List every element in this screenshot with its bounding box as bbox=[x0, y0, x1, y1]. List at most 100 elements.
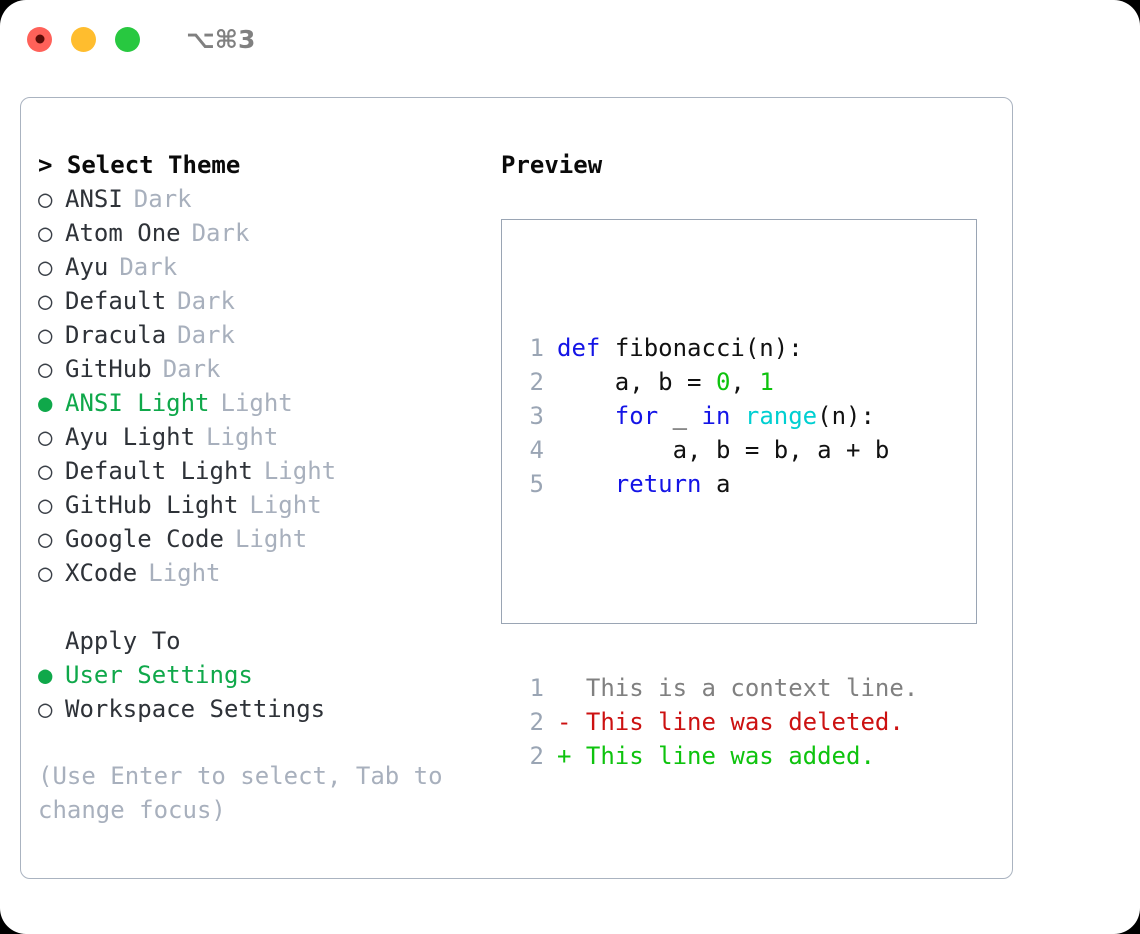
theme-option-dracula[interactable]: ○ Dracula Dark bbox=[38, 318, 488, 352]
keyboard-shortcut-indicator: ⌥⌘3 bbox=[186, 24, 256, 54]
theme-variant-tag: Light bbox=[249, 491, 322, 519]
preview-heading: Preview bbox=[501, 151, 603, 179]
code-line: 3 for _ in range(n): bbox=[516, 399, 918, 433]
code-token-plain: , bbox=[730, 368, 760, 396]
radio-unselected-icon: ○ bbox=[38, 287, 53, 315]
theme-variant-tag: Light bbox=[148, 559, 221, 587]
theme-option-ayu-light[interactable]: ○ Ayu Light Light bbox=[38, 420, 488, 454]
theme-option-label: Ayu Light bbox=[65, 423, 196, 451]
code-token-kw: return bbox=[614, 470, 702, 498]
theme-option-label: Google Code bbox=[65, 525, 224, 553]
code-token-plain: (n): bbox=[817, 402, 875, 430]
radio-unselected-icon: ○ bbox=[38, 695, 53, 723]
code-line: 2 a, b = 0, 1 bbox=[516, 365, 918, 399]
code-token-plain: a bbox=[701, 470, 731, 498]
diff-marker: - bbox=[557, 708, 572, 736]
diff-text: This line was deleted. bbox=[571, 708, 904, 736]
code-token-plain bbox=[557, 402, 615, 430]
line-number: 2 bbox=[529, 368, 544, 396]
theme-option-label: GitHub bbox=[65, 355, 152, 383]
theme-variant-tag: Light bbox=[263, 457, 337, 485]
diff-text: This line was added. bbox=[571, 742, 875, 770]
list-spacer bbox=[38, 590, 488, 624]
code-line: 4 a, b = b, a + b bbox=[516, 433, 918, 467]
theme-option-google-code[interactable]: ○ Google Code Light bbox=[38, 522, 488, 556]
radio-unselected-icon: ○ bbox=[38, 559, 53, 587]
radio-selected-icon: ● bbox=[38, 389, 53, 417]
radio-unselected-icon: ○ bbox=[38, 491, 53, 519]
theme-variant-tag: Dark bbox=[177, 321, 235, 349]
apply-to-label: Apply To bbox=[65, 627, 181, 655]
theme-option-ansi-light[interactable]: ● ANSI Light Light bbox=[38, 386, 488, 420]
code-line: 5 return a bbox=[516, 467, 918, 501]
apply-to-option-workspace-settings[interactable]: ○ Workspace Settings bbox=[38, 692, 488, 726]
line-number: 1 bbox=[529, 674, 544, 702]
theme-option-label: Atom One bbox=[65, 219, 181, 247]
radio-selected-icon: ● bbox=[38, 661, 53, 689]
code-token-plain bbox=[600, 334, 614, 362]
theme-option-default-light[interactable]: ○ Default Light Light bbox=[38, 454, 488, 488]
radio-unselected-icon: ○ bbox=[38, 525, 53, 553]
code-token-kw: in bbox=[701, 402, 731, 430]
select-theme-heading: > Select Theme bbox=[38, 151, 241, 179]
theme-option-label: ANSI bbox=[65, 185, 123, 213]
radio-unselected-icon: ○ bbox=[38, 219, 53, 247]
close-button[interactable] bbox=[27, 26, 52, 52]
diff-marker bbox=[557, 674, 571, 702]
code-token-kw: for bbox=[614, 402, 659, 430]
diff-line: 2+ This line was added. bbox=[516, 739, 918, 773]
minimize-button[interactable] bbox=[71, 26, 96, 52]
radio-unselected-icon: ○ bbox=[38, 253, 53, 281]
theme-option-atom-one[interactable]: ○ Atom One Dark bbox=[38, 216, 488, 250]
apply-to-options: ● User Settings ○ Workspace Settings bbox=[38, 658, 488, 726]
theme-option-label: Default Light bbox=[65, 457, 253, 485]
apply-to-option-label: Workspace Settings bbox=[65, 695, 326, 723]
code-token-plain bbox=[730, 402, 744, 430]
apply-to-option-user-settings[interactable]: ● User Settings bbox=[38, 658, 488, 692]
traffic-light-buttons bbox=[27, 26, 140, 52]
diff-sample: 1 This is a context line. 2- This line wa… bbox=[516, 671, 919, 773]
code-token-plain: a, b = b, a + b bbox=[557, 436, 890, 464]
diff-marker: + bbox=[557, 742, 572, 770]
line-number: 2 bbox=[529, 708, 544, 736]
theme-option-label: Ayu bbox=[65, 253, 109, 281]
zoom-button[interactable] bbox=[115, 26, 140, 52]
theme-variant-tag: Light bbox=[234, 525, 308, 553]
theme-variant-tag: Dark bbox=[133, 185, 192, 213]
code-token-kw: def bbox=[557, 334, 601, 362]
theme-variant-tag: Dark bbox=[177, 287, 235, 315]
theme-option-label: Default bbox=[65, 287, 167, 315]
theme-option-label: Dracula bbox=[65, 321, 167, 349]
theme-variant-tag: Light bbox=[220, 389, 293, 417]
code-token-fn: fibonacci bbox=[614, 334, 745, 362]
radio-unselected-icon: ○ bbox=[38, 321, 53, 349]
theme-option-github-light[interactable]: ○ GitHub Light Light bbox=[38, 488, 488, 522]
theme-option-label: GitHub Light bbox=[65, 491, 239, 519]
code-token-plain: a, b = bbox=[557, 368, 716, 396]
apply-to-option-label: User Settings bbox=[65, 661, 253, 689]
radio-unselected-icon: ○ bbox=[38, 423, 53, 451]
theme-option-label: ANSI Light bbox=[65, 389, 210, 417]
code-blank-line bbox=[516, 569, 918, 603]
theme-variant-tag: Light bbox=[206, 423, 279, 451]
radio-unselected-icon: ○ bbox=[38, 457, 53, 485]
code-token-num: 0 bbox=[715, 368, 731, 396]
title-bar: ⌥⌘3 bbox=[0, 0, 1140, 78]
diff-text: This is a context line. bbox=[571, 674, 919, 702]
theme-variant-tag: Dark bbox=[191, 219, 250, 247]
theme-variant-tag: Dark bbox=[162, 355, 221, 383]
theme-option-default[interactable]: ○ Default Dark bbox=[38, 284, 488, 318]
